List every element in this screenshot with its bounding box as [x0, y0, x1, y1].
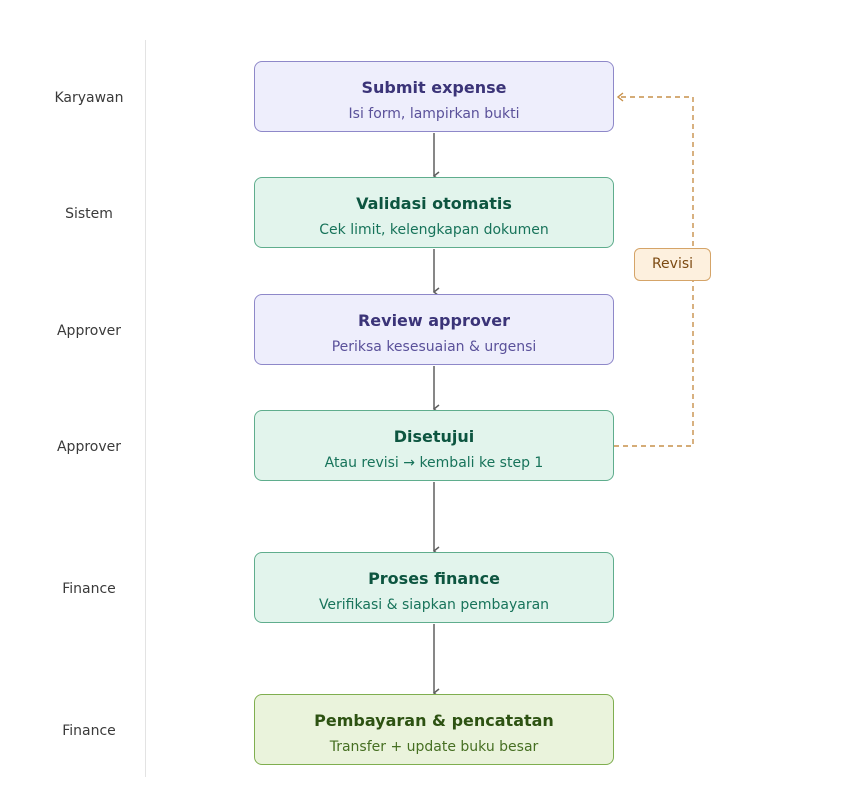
- step-subtitle: Isi form, lampirkan bukti: [348, 106, 520, 122]
- step-title: Disetujui: [393, 427, 475, 446]
- step-subtitle: Transfer + update buku besar: [329, 739, 539, 755]
- step-title: Validasi otomatis: [356, 194, 512, 213]
- step-title: Pembayaran & pencatatan: [314, 711, 554, 730]
- step-subtitle: Verifikasi & siapkan pembayaran: [318, 597, 550, 613]
- lane-label-finance-payment: Finance: [62, 723, 116, 739]
- step-title: Submit expense: [361, 78, 507, 97]
- step-title: Review approver: [357, 311, 511, 330]
- revisi-badge: Revisi: [634, 248, 711, 281]
- step-submit-expense: Submit expense Isi form, lampirkan bukti: [254, 61, 614, 132]
- lane-label-approver-approval: Approver: [56, 439, 122, 455]
- step-subtitle: Cek limit, kelengkapan dokumen: [319, 222, 549, 238]
- step-pembayaran-pencatatan: Pembayaran & pencatatan Transfer + updat…: [254, 694, 614, 765]
- step-title: Proses finance: [368, 569, 500, 588]
- lane-label-sistem: Sistem: [65, 206, 113, 222]
- step-review-approver: Review approver Periksa kesesuaian & urg…: [254, 294, 614, 365]
- step-subtitle: Atau revisi → kembali ke step 1: [324, 455, 544, 471]
- lane-label-finance-process: Finance: [62, 581, 116, 597]
- step-proses-finance: Proses finance Verifikasi & siapkan pemb…: [254, 552, 614, 623]
- lane-label-approver-review: Approver: [56, 323, 122, 339]
- step-validasi-otomatis: Validasi otomatis Cek limit, kelengkapan…: [254, 177, 614, 248]
- lane-divider: [145, 40, 146, 777]
- step-disetujui: Disetujui Atau revisi → kembali ke step …: [254, 410, 614, 481]
- step-subtitle: Periksa kesesuaian & urgensi: [331, 339, 537, 355]
- lane-label-karyawan: Karyawan: [54, 90, 124, 106]
